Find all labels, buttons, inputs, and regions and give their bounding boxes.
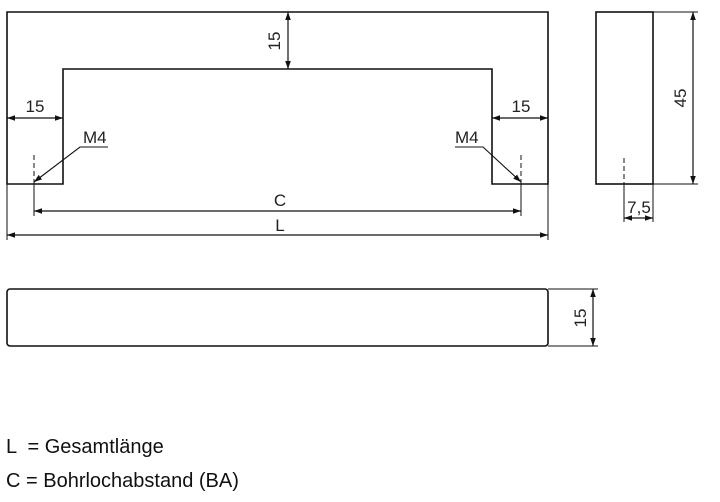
hole-spacing-label: C <box>274 191 286 210</box>
bottom-thickness-label: 15 <box>571 309 590 328</box>
right-leg-label: 15 <box>512 97 531 116</box>
left-thread-leader <box>33 146 108 183</box>
left-thread-label: M4 <box>83 128 107 147</box>
bottom-profile <box>6 288 549 347</box>
right-thread-leader <box>455 146 522 183</box>
hole-centerlines <box>33 155 625 184</box>
dimension-lines <box>7 12 696 346</box>
legend-hole-spacing: C = Bohrlochabstand (BA) <box>6 470 239 492</box>
legend-length: L = Gesamtlänge <box>6 436 164 458</box>
left-leg-label: 15 <box>26 97 45 116</box>
extension-lines <box>6 11 698 347</box>
side-view <box>595 11 654 185</box>
hole-offset-label: 7,5 <box>627 198 651 217</box>
side-height-label: 45 <box>671 89 690 108</box>
top-thickness-label: 15 <box>265 32 284 51</box>
total-length-label: L <box>275 216 284 235</box>
side-profile <box>595 11 654 185</box>
handle-outline <box>6 11 549 185</box>
bottom-view <box>6 288 549 347</box>
thread-leaders <box>33 146 522 183</box>
front-view <box>6 11 549 185</box>
right-thread-label: M4 <box>455 128 479 147</box>
